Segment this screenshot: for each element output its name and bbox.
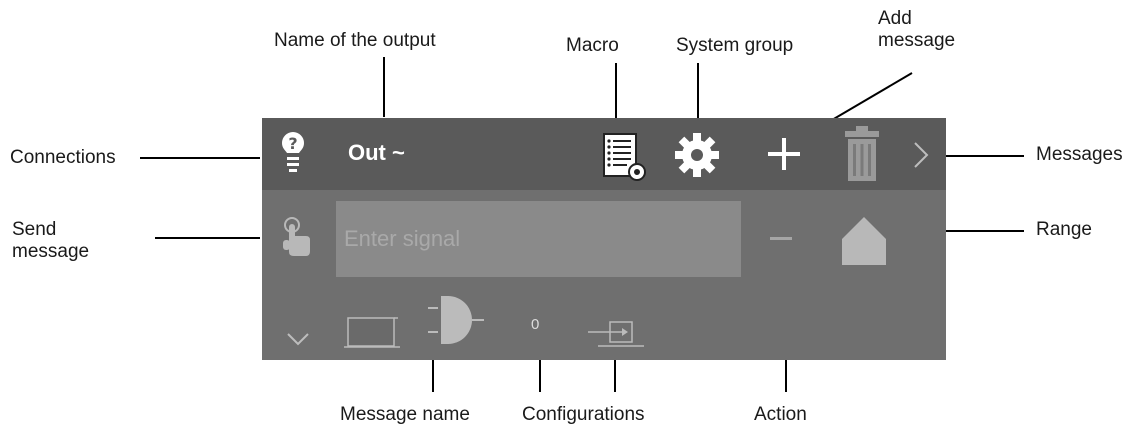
chevron-down-icon[interactable] <box>286 332 310 346</box>
label-system-group: System group <box>676 35 794 56</box>
label-configurations: Configurations <box>522 404 645 425</box>
gear-icon[interactable] <box>674 132 720 178</box>
label-message-name: Message name <box>340 404 470 425</box>
and-gate-icon[interactable] <box>426 290 486 350</box>
label-send-message: Send message <box>12 219 90 262</box>
macro-list-icon[interactable] <box>601 132 649 182</box>
svg-text:?: ? <box>288 134 297 153</box>
trash-icon[interactable] <box>842 124 882 184</box>
module-box-icon[interactable] <box>344 314 400 350</box>
label-macro: Macro <box>566 35 619 56</box>
leader-messages <box>946 155 1024 157</box>
leader-configurations <box>614 350 616 392</box>
chevron-right-icon[interactable] <box>912 140 930 170</box>
label-name-of-output: Name of the output <box>274 30 436 51</box>
leader-send-message <box>155 237 260 239</box>
configuration-arrow-icon[interactable] <box>586 316 646 348</box>
label-add-message: Add message <box>878 8 956 51</box>
plus-icon[interactable] <box>766 136 802 172</box>
leader-name-of-output <box>383 57 385 117</box>
label-connections: Connections <box>10 147 116 168</box>
hand-touch-icon[interactable] <box>280 216 312 258</box>
label-action: Action <box>754 404 807 425</box>
label-messages: Messages <box>1036 144 1123 165</box>
signal-input[interactable] <box>336 201 741 277</box>
connections-bulb-icon[interactable]: ? <box>280 130 306 176</box>
output-toolbar: ? Out ~ <box>262 118 946 190</box>
leader-range <box>946 230 1024 232</box>
leader-macro <box>615 63 617 118</box>
output-name[interactable]: Out ~ <box>348 140 405 165</box>
minus-icon[interactable] <box>770 237 792 240</box>
leader-system-group <box>697 63 699 118</box>
home-range-icon[interactable] <box>840 215 888 267</box>
output-panel: ? Out ~ <box>262 118 946 360</box>
label-range: Range <box>1036 219 1092 240</box>
leader-connections <box>140 157 260 159</box>
leader-configurations-count <box>539 333 541 392</box>
configuration-count: 0 <box>531 316 540 333</box>
